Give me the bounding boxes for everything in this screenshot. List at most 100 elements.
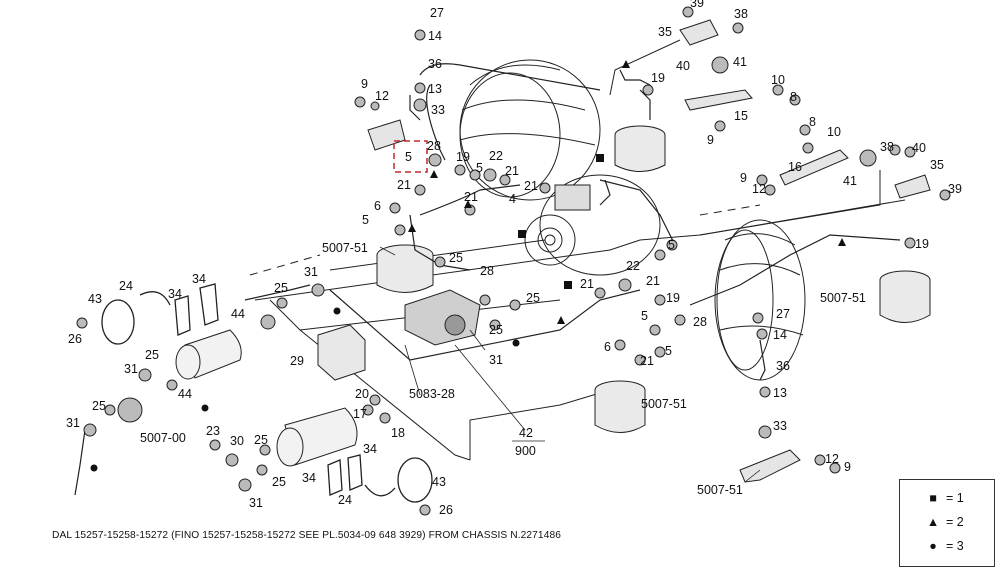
callout-38b: 38 — [880, 140, 894, 154]
callout-16a: 16 — [788, 160, 802, 174]
callout-21a: 21 — [505, 164, 519, 178]
callout-24b: 24 — [338, 493, 352, 507]
legend-circle-text: = 3 — [946, 539, 964, 553]
sym-tri-2 — [464, 200, 472, 208]
air-line-10 — [74, 429, 86, 496]
callout-12c: 12 — [825, 452, 839, 466]
callout-6a: 6 — [374, 199, 381, 213]
air-line-8 — [599, 179, 676, 246]
fitting-30 — [225, 453, 239, 467]
fitting-13a — [414, 82, 426, 94]
clamp-pad-34-lower-a — [327, 459, 343, 496]
callout-28a: 28 — [427, 139, 441, 153]
nut-12a — [370, 101, 380, 111]
fitting-13b — [759, 386, 771, 398]
frame-rail-right-top — [269, 299, 471, 461]
sym-square-2 — [518, 230, 526, 238]
legend-square-text: = 1 — [946, 491, 964, 505]
callout-34c: 34 — [363, 442, 377, 456]
callout-17a: 17 — [353, 407, 367, 421]
callout-21d: 21 — [524, 179, 538, 193]
callout-5007-51-b: 5007-51 — [820, 291, 866, 305]
air-line-12 — [409, 95, 421, 121]
fitting-41a — [711, 56, 729, 74]
air-tank-upper — [175, 329, 242, 380]
fitting-27b — [752, 312, 764, 324]
air-line-11 — [759, 339, 766, 381]
sym-tri-4 — [557, 316, 565, 324]
callout-31e: 31 — [249, 496, 263, 510]
fitting-5c — [666, 239, 678, 251]
callout-12a: 12 — [375, 89, 389, 103]
fitting-5a — [469, 169, 481, 181]
fitting-25d — [166, 379, 178, 391]
callout-18a: 18 — [391, 426, 405, 440]
nut-38a — [732, 22, 744, 34]
callout-31c: 31 — [124, 362, 138, 376]
callout-31a: 31 — [489, 353, 503, 367]
callout-19c: 19 — [915, 237, 929, 251]
levelling-valve-body — [404, 289, 481, 346]
nut-12c — [814, 454, 826, 466]
clamp-pad-34-upper-b — [199, 283, 219, 326]
highlight-label: 5 — [405, 150, 412, 164]
callout-labels: 27 14 36 13 33 9 12 28 19 22 21 5 21 6 5… — [66, 0, 962, 517]
legend-circle-icon: ● — [929, 539, 937, 553]
air-line-7 — [689, 234, 901, 306]
callout-5a: 5 — [476, 161, 483, 175]
air-line-13 — [619, 69, 651, 86]
callout-28c: 28 — [693, 315, 707, 329]
callout-22a: 22 — [489, 149, 503, 163]
sym-square-3 — [564, 281, 572, 289]
callout-35b: 35 — [930, 158, 944, 172]
fitting-25h — [256, 464, 268, 476]
callout-20a: 20 — [355, 387, 369, 401]
fitting-21f — [654, 249, 666, 261]
callout-27b: 27 — [776, 307, 790, 321]
callout-23a: 23 — [206, 424, 220, 438]
sym-tri-6 — [430, 170, 438, 178]
callout-13b: 13 — [773, 386, 787, 400]
fitting-41b — [859, 149, 877, 167]
callout-25g: 25 — [254, 433, 268, 447]
callout-21e: 21 — [580, 277, 594, 291]
air-line-1 — [419, 63, 601, 91]
callout-8b: 8 — [809, 115, 816, 129]
callout-25a: 25 — [449, 251, 463, 265]
callout-5083-28: 5083-28 — [409, 387, 455, 401]
air-tank-lower — [276, 407, 358, 467]
tank-clamps — [101, 283, 433, 503]
fitting-19d — [654, 294, 666, 306]
clamp-pad-34-lower-b — [347, 454, 363, 491]
fitting-25f — [104, 404, 116, 416]
air-spring-right — [879, 270, 931, 323]
chassis-caption: DAL 15257-15258-15272 (FINO 15257-15258-… — [52, 530, 561, 541]
legend-square-icon: ■ — [929, 491, 937, 505]
fitting-22a — [483, 168, 497, 182]
fitting-21b — [414, 184, 426, 196]
callout-22b: 22 — [626, 259, 640, 273]
frame-side — [469, 389, 611, 460]
callout-40b: 40 — [912, 141, 926, 155]
callout-14a: 14 — [428, 29, 442, 43]
callout-43a: 43 — [88, 292, 102, 306]
nut-9a — [354, 96, 366, 108]
sym-circle-3 — [201, 404, 209, 412]
callout-24a: 24 — [119, 279, 133, 293]
callout-5007-51-a: 5007-51 — [322, 241, 368, 255]
sym-circle-1 — [333, 307, 341, 315]
wheel-rear-bottom-inner — [716, 229, 774, 371]
diff-body — [539, 174, 661, 276]
sym-tri-1 — [622, 60, 630, 68]
fitting-21a — [499, 174, 511, 186]
clamp-ring-43-lower — [397, 457, 433, 503]
nut-12b — [764, 184, 776, 196]
diagram-symbols — [90, 60, 846, 472]
fitting-14a — [414, 29, 426, 41]
frame-crossmember — [699, 170, 881, 236]
fitting-20 — [369, 394, 381, 406]
valve-body-port — [444, 314, 466, 336]
callout-30a: 30 — [230, 434, 244, 448]
air-line-5 — [599, 179, 611, 206]
